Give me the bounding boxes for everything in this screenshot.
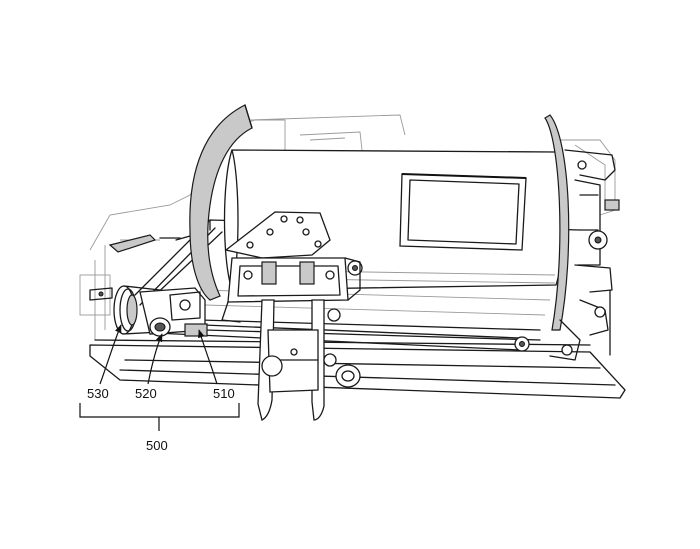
label-530: 530 (87, 386, 109, 401)
base-rails (89, 319, 626, 399)
right-end-assembly (544, 114, 620, 361)
pulley-assembly (89, 285, 208, 337)
label-500: 500 (146, 438, 168, 453)
leader-520 (147, 333, 163, 385)
curved-guard (189, 104, 253, 301)
background-frame (79, 114, 616, 340)
label-510: 510 (213, 386, 235, 401)
label-520: 520 (135, 386, 157, 401)
clamp-assembly (221, 211, 363, 421)
leader-arrows (99, 324, 218, 385)
group-bracket (79, 403, 240, 431)
leader-530 (99, 324, 122, 385)
leader-510 (198, 329, 218, 385)
